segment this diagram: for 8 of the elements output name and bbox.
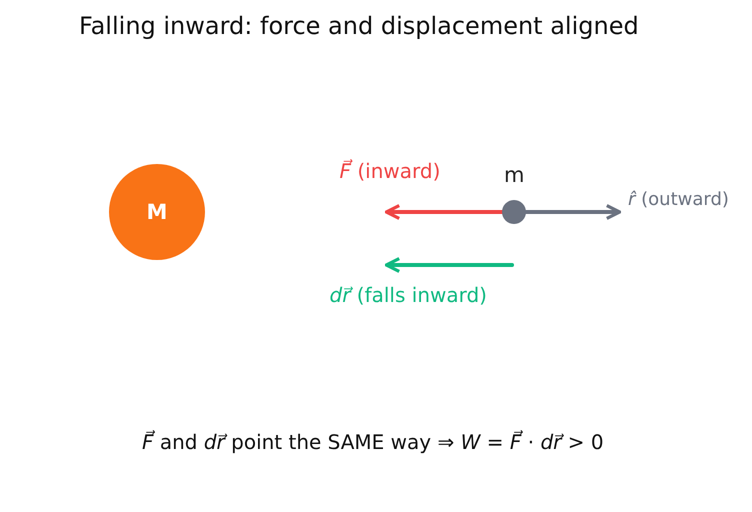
particle-circle xyxy=(502,200,526,224)
mass-label: m xyxy=(504,163,524,188)
vector-label: dr⃗ (falls inward) xyxy=(330,283,487,307)
vector-label: F⃗ (inward) xyxy=(340,159,440,183)
title: Falling inward: force and displacement aligned xyxy=(79,12,639,40)
vector-label: r̂ (outward) xyxy=(628,189,729,210)
caption: F⃗ and dr⃗ point the SAME way ⇒ W = F⃗ · dr⃗ > 0 xyxy=(142,430,604,454)
mass-label: M xyxy=(146,200,168,224)
